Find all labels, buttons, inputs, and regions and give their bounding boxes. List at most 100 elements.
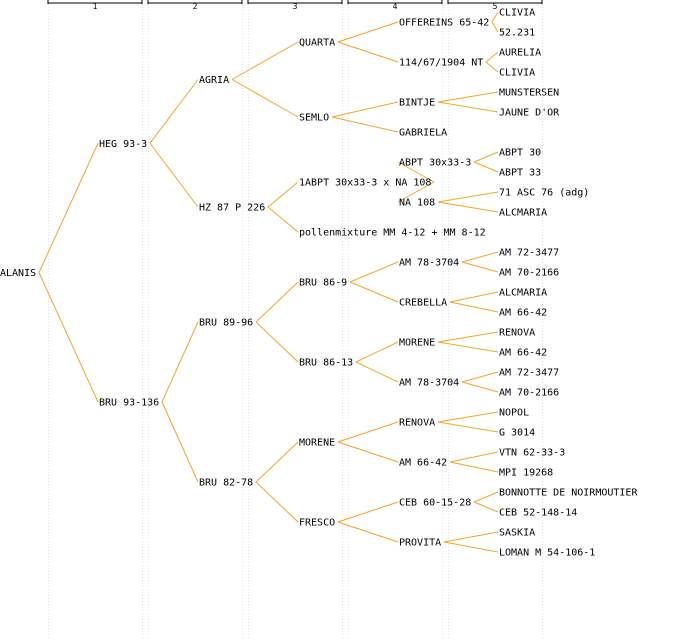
pedigree-edge [437,411,499,423]
pedigree-node: OFFEREINS 65-42 [399,18,489,29]
pedigree-node: QUARTA [299,38,335,49]
pedigree-edge [337,521,399,543]
pedigree-node: JAUNE D'OR [499,108,560,119]
pedigree-edge [461,251,499,263]
pedigree-edge [349,261,399,283]
pedigree-node: ALANIS [0,268,36,279]
pedigree-node: CLIVIA [499,8,535,19]
pedigree-edge [255,481,299,523]
pedigree-node: NA 108 [399,198,435,209]
pedigree-node: CLIVIA [499,68,535,79]
pedigree-node: AURELIA [499,48,541,59]
pedigree-edge [331,101,399,118]
pedigree-node: VTN 62-33-3 [499,448,565,459]
pedigree-node: BRU 93-136 [99,398,159,409]
pedigree-edge [337,41,399,63]
pedigree-edge [437,341,499,353]
pedigree-edge [491,11,499,23]
pedigree-node: AM 72-3477 [499,248,559,259]
generation-number: 3 [293,2,298,11]
generation-number: 2 [193,2,198,11]
pedigree-edge [38,143,99,273]
pedigree-node: AM 66-42 [399,458,447,469]
pedigree-edge [331,116,399,133]
pedigree-edge [437,101,499,113]
pedigree-edge [337,501,399,523]
pedigree-node: RENOVA [499,328,535,339]
pedigree-node: 1ABPT 30x33-3 x NA 108 [299,178,431,189]
pedigree-node: RENOVA [399,418,435,429]
pedigree-edge [161,321,199,403]
pedigree-node: NOPOL [499,408,529,419]
pedigree-edge [449,461,499,473]
generation-number: 5 [493,2,498,11]
pedigree-edge [231,41,299,80]
pedigree-edge [437,191,499,203]
pedigree-node: ABPT 33 [499,168,541,179]
pedigree-edge [38,272,99,403]
pedigree-edge [485,51,499,63]
pedigree-node: MPI 19268 [499,468,553,479]
pedigree-node: PROVITA [399,538,441,549]
pedigree-node: ABPT 30x33-3 [399,158,471,169]
pedigree-node: BONNOTTE DE NOIRMOUTIER [499,488,638,499]
pedigree-edge [443,541,499,553]
pedigree-edge [437,331,499,343]
pedigree-edge [473,491,499,503]
pedigree-edge [255,441,299,483]
pedigree-node: BINTJE [399,98,435,109]
pedigree-node: BRU 89-96 [199,318,253,329]
pedigree-edge [461,381,499,393]
pedigree-edge [149,142,199,208]
pedigree-edge [337,21,399,43]
pedigree-node: LOMAN M 54-106-1 [499,548,595,559]
pedigree-node: AM 66-42 [499,308,547,319]
pedigree-node: 52.231 [499,28,535,39]
pedigree-node: ALCMARIA [499,208,547,219]
pedigree-edge [337,441,399,463]
pedigree-edge [355,341,399,363]
pedigree-node: AGRIA [199,75,229,86]
pedigree-edge [337,421,399,443]
pedigree-node: AM 70-2166 [499,388,559,399]
pedigree-node: BRU 82-78 [199,478,253,489]
pedigree-edge [473,151,499,163]
pedigree-edge [473,161,499,173]
pedigree-node: CEB 52-148-14 [499,508,577,519]
pedigree-edge [437,91,499,103]
pedigree-node: AM 66-42 [499,348,547,359]
pedigree-edge [449,291,499,303]
pedigree-edge [449,301,499,313]
pedigree-edge [443,531,499,543]
pedigree-edge [449,451,499,463]
pedigree-edge [473,501,499,513]
pedigree-edges [38,11,499,553]
pedigree-node: AM 78-3704 [399,378,459,389]
pedigree-edge [437,201,499,213]
pedigree-edge [255,321,299,363]
pedigree-node: G 3014 [499,428,535,439]
pedigree-node: HZ 87 P 226 [199,203,265,214]
pedigree-node: HEG 93-3 [99,139,147,150]
pedigree-edge [461,261,499,273]
pedigree-node: GABRIELA [399,128,447,139]
generation-guides [48,4,543,640]
pedigree-node: ALCMARIA [499,288,547,299]
pedigree-node: FRESCO [299,518,335,529]
pedigree-edge [267,206,299,233]
pedigree-edge [355,361,399,383]
pedigree-node: SEMLO [299,113,329,124]
pedigree-node: SASKIA [499,528,535,539]
pedigree-node: CEB 60-15-28 [399,498,471,509]
pedigree-node: AM 78-3704 [399,258,459,269]
pedigree-edge [397,181,435,203]
pedigree-node: 71 ASC 76 (adg) [499,188,589,199]
pedigree-node: ABPT 30 [499,148,541,159]
pedigree-edge [461,371,499,383]
pedigree-node: AM 72-3477 [499,368,559,379]
pedigree-edge [161,401,199,483]
pedigree-edge [491,21,499,33]
pedigree-node: 114/67/1904 NT [399,58,483,69]
